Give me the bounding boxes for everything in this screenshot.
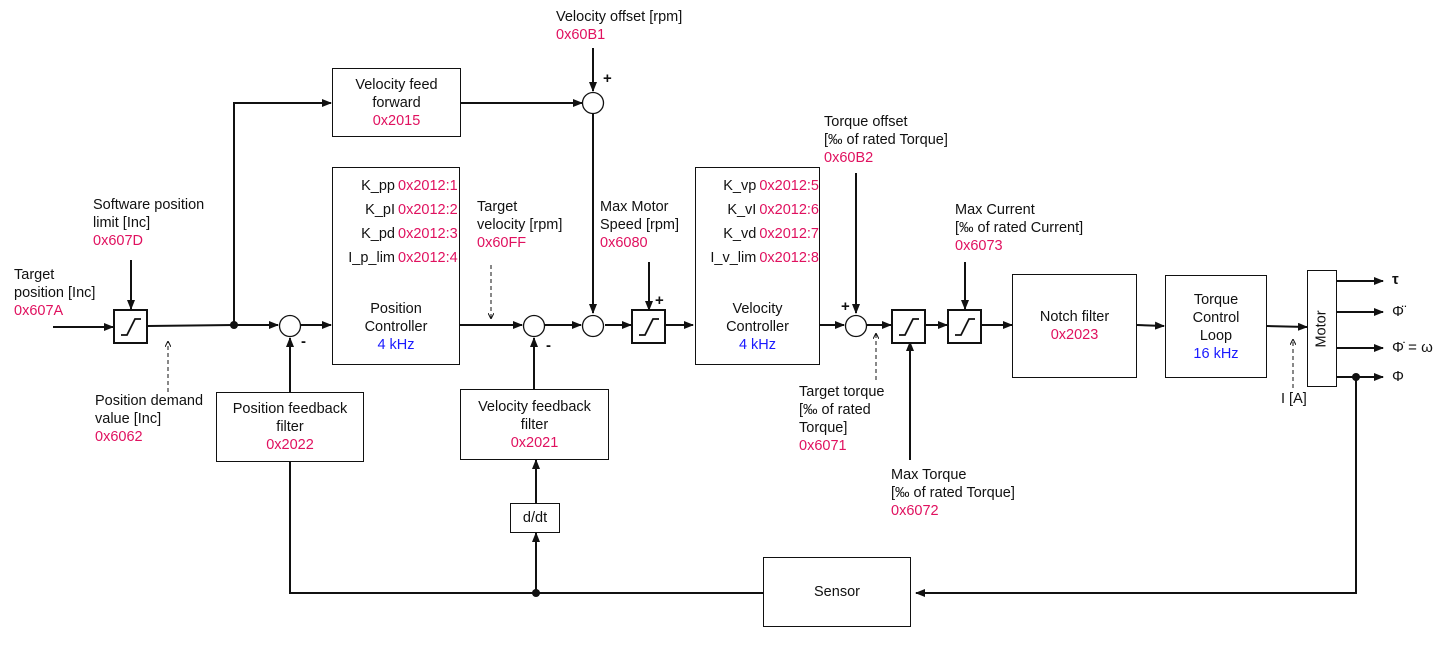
notch-filter-block: Notch filter 0x2023: [1012, 274, 1137, 378]
velocity-feedback-filter-block: Velocity feedback filter 0x2021: [460, 389, 609, 460]
label-target-torque: Target torque [‰ of rated Torque] 0x6071: [799, 384, 885, 454]
junction-dot: [230, 321, 238, 329]
velocity-feed-forward-block: Velocity feed forward 0x2015: [332, 68, 461, 137]
summing-junction-torque: [844, 314, 868, 338]
wire-feedback: [915, 377, 1357, 597]
limiter-velocity: [631, 309, 666, 344]
label-velocity-offset: Velocity offset [rpm] 0x60B1: [556, 9, 683, 43]
label-target-velocity: Target velocity [rpm] 0x60FF: [477, 199, 563, 251]
plus-sign: +: [603, 70, 612, 87]
limiter-blocks: [113, 309, 982, 344]
summing-junction-velocity-ff: [581, 314, 605, 338]
torque-control-loop-block: Torque Control Loop 16 kHz: [1165, 275, 1267, 378]
output-acceleration: Φ̈: [1392, 303, 1404, 320]
motor-block: Motor: [1307, 270, 1337, 387]
sensor-block: Sensor: [763, 557, 911, 627]
derivative-block: d/dt: [510, 503, 560, 533]
minus-sign: -: [546, 337, 551, 354]
limiter-current: [947, 309, 982, 344]
summing-junction-velocity-offset: [581, 91, 605, 115]
junction-dot: [1352, 373, 1360, 381]
label-torque-offset: Torque offset [‰ of rated Torque] 0x60B2: [824, 114, 948, 166]
plus-sign: +: [655, 292, 664, 309]
output-torque: τ: [1392, 271, 1399, 288]
label-target-position: Target position [Inc] 0x607A: [14, 267, 96, 319]
wire-ff-branch: [233, 99, 332, 325]
output-position: Φ: [1392, 368, 1404, 385]
label-software-position-limit: Software position limit [Inc] 0x607D: [93, 197, 205, 249]
label-max-current: Max Current [‰ of rated Current] 0x6073: [955, 202, 1084, 254]
summing-junction-velocity: [522, 314, 546, 338]
limiter-position: [113, 309, 148, 344]
label-current: I [A]: [1281, 391, 1307, 407]
label-position-demand-value: Position demand value [Inc] 0x6062: [95, 393, 204, 445]
wire-limiter-out: [147, 324, 235, 327]
output-velocity: Φ̇ = ω: [1392, 339, 1433, 356]
label-max-torque: Max Torque [‰ of rated Torque] 0x6072: [891, 467, 1015, 519]
plus-sign: +: [841, 298, 850, 315]
position-feedback-filter-block: Position feedback filter 0x2022: [216, 392, 364, 462]
limiter-torque: [891, 309, 926, 344]
minus-sign: -: [301, 333, 306, 350]
junction-dot: [532, 589, 540, 597]
label-max-motor-speed: Max Motor Speed [rpm] 0x6080: [600, 199, 679, 251]
summing-junction-position: [278, 314, 302, 338]
